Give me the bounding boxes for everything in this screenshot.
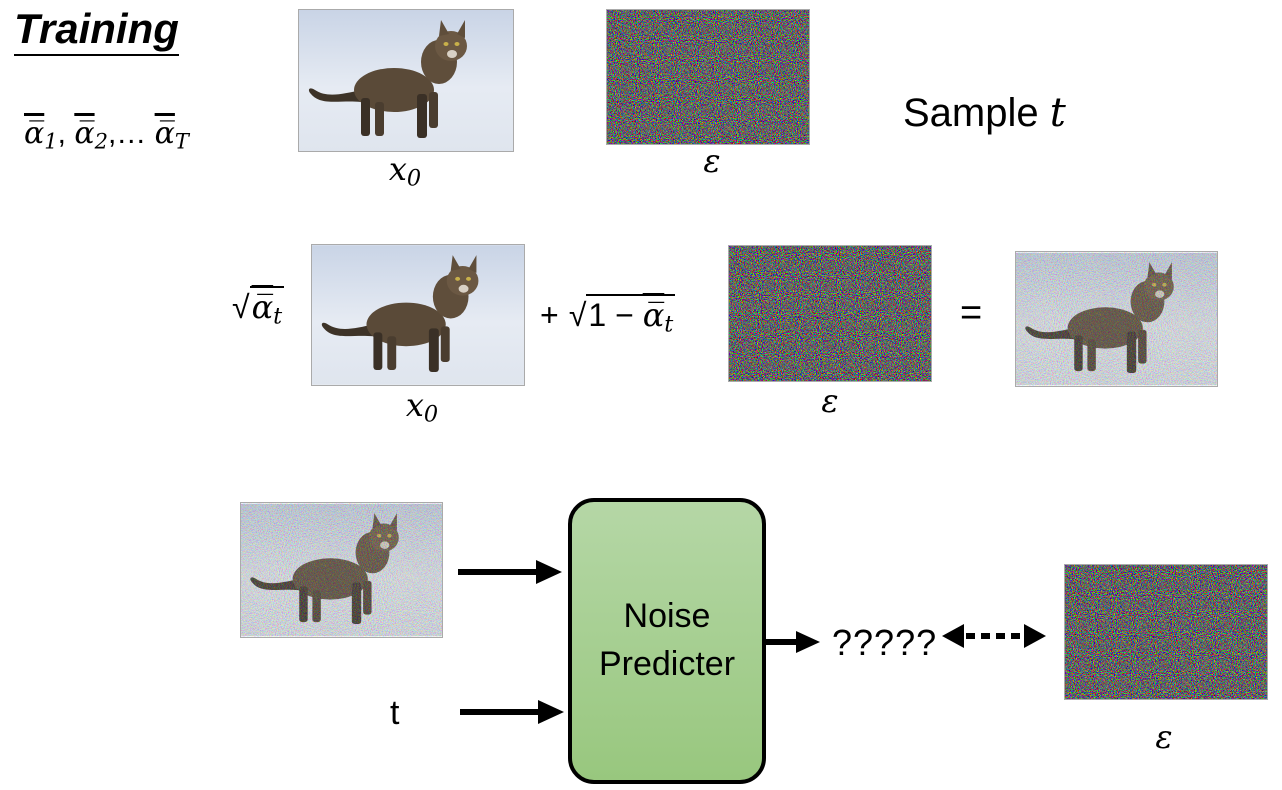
equals-sign: = [960, 292, 983, 334]
arrow-image-to-predictor [458, 560, 562, 584]
clean-cat-image-top [298, 9, 514, 152]
noise-image-eq [728, 245, 932, 382]
noisy-cat-image-input [240, 502, 443, 638]
sqrt-alpha-bar-t: √α̅t [232, 286, 285, 330]
arrow-predictor-to-output [766, 631, 820, 653]
noise-image-top [606, 9, 810, 145]
noise-predictor-line2: Predicter [598, 645, 736, 683]
training-title: Training [14, 5, 179, 57]
epsilon-label-target: ε [1155, 718, 1173, 756]
noise-predictor-box: Noise Predicter [568, 498, 766, 784]
x0-label-top: x0 [388, 150, 422, 192]
epsilon-label-top: ε [703, 142, 721, 180]
alpha-bar-sequence: α̅1, α̅2,… α̅T [24, 116, 189, 154]
noisy-cat-image-eq [1015, 251, 1218, 387]
x0-label-eq: x0 [405, 386, 439, 428]
sample-t-text: Sample t [903, 90, 1066, 136]
t-input-label: t [390, 694, 400, 732]
predicted-output-text: ????? [832, 622, 938, 663]
epsilon-label-eq: ε [821, 382, 839, 420]
double-dashed-arrow [942, 624, 1046, 648]
clean-cat-image-eq [311, 244, 525, 386]
plus-sqrt-one-minus-alpha-bar-t: + √1 − α̅t [540, 294, 676, 338]
noise-predictor-line1: Noise [623, 597, 711, 636]
arrow-t-to-predictor [460, 700, 564, 724]
target-noise-image [1064, 564, 1268, 700]
